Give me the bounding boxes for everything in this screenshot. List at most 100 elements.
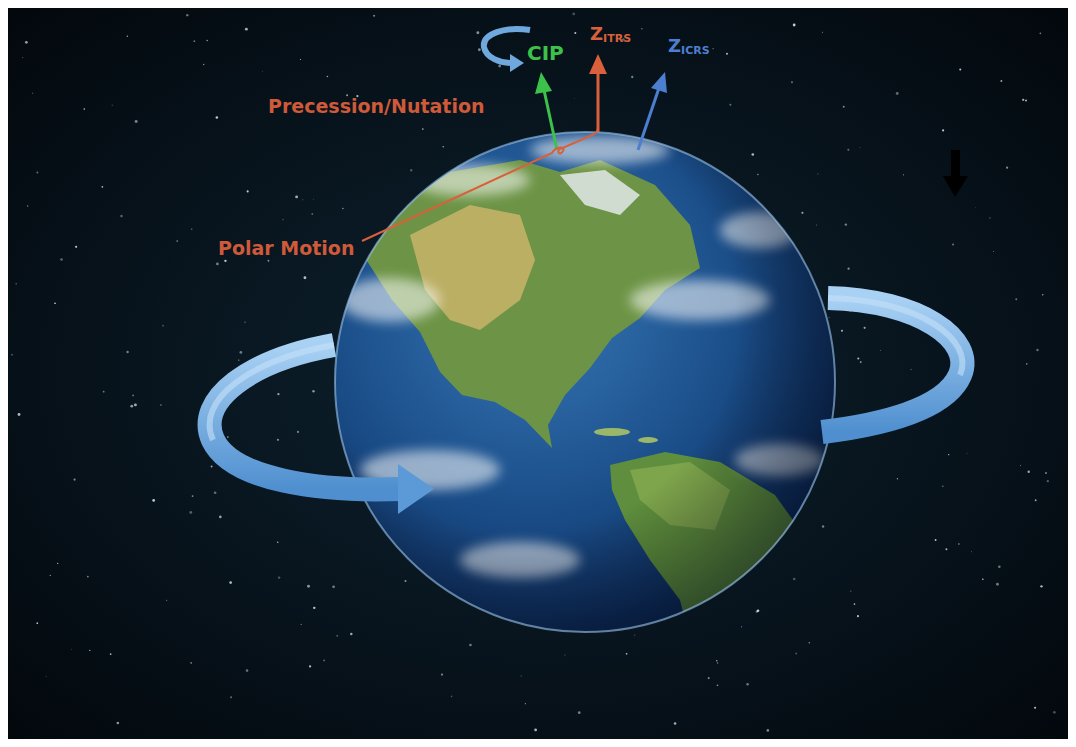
star — [726, 53, 728, 55]
star — [277, 542, 278, 543]
star — [847, 149, 849, 151]
star — [757, 609, 760, 612]
rotation-band — [822, 298, 962, 432]
star — [246, 669, 249, 672]
star — [238, 359, 239, 360]
star — [717, 662, 718, 663]
star — [572, 13, 575, 16]
star — [216, 263, 219, 266]
star — [717, 684, 719, 686]
star — [229, 581, 232, 584]
star — [808, 642, 810, 644]
star — [795, 653, 797, 655]
motion-label: Precession/Nutation — [268, 96, 485, 118]
star — [230, 696, 232, 698]
star — [1025, 99, 1027, 101]
star — [525, 703, 526, 704]
star — [966, 452, 968, 454]
star — [57, 563, 58, 564]
star — [134, 403, 137, 406]
star — [301, 624, 302, 625]
star — [404, 580, 406, 582]
precession-curl-arrow — [484, 29, 530, 72]
star — [857, 615, 859, 617]
cip-axis — [535, 72, 557, 150]
star — [45, 675, 47, 677]
star — [277, 439, 279, 441]
star — [278, 576, 280, 578]
star — [282, 219, 283, 220]
star — [634, 634, 635, 635]
star — [998, 565, 1001, 568]
star — [767, 729, 770, 732]
star — [442, 146, 444, 148]
star — [245, 28, 248, 31]
star — [410, 169, 412, 171]
star — [958, 543, 960, 545]
star — [841, 330, 843, 332]
star — [469, 644, 472, 647]
star — [307, 585, 310, 588]
star — [948, 454, 949, 455]
star — [716, 660, 717, 661]
star — [1047, 480, 1049, 482]
star — [227, 436, 229, 438]
star — [422, 128, 424, 130]
star — [166, 600, 167, 601]
earth-globe — [335, 132, 835, 640]
star — [160, 404, 161, 405]
axis-subscript: ICRS — [681, 45, 710, 58]
star — [73, 478, 75, 480]
star — [441, 674, 443, 676]
star — [903, 174, 904, 175]
star — [18, 413, 21, 416]
star — [993, 251, 995, 253]
star — [1028, 471, 1030, 473]
star — [817, 173, 818, 174]
axis-label: Z — [668, 36, 681, 57]
star — [843, 106, 845, 108]
star — [959, 68, 961, 70]
globe-shading — [335, 132, 835, 632]
star — [520, 675, 522, 677]
star — [945, 548, 947, 550]
star — [300, 59, 301, 60]
star — [996, 583, 999, 586]
star — [127, 36, 128, 37]
axis-label: CIP — [527, 42, 564, 65]
star — [1035, 499, 1037, 501]
star — [828, 317, 830, 319]
star — [214, 491, 217, 494]
star — [192, 495, 194, 497]
star — [27, 205, 28, 206]
star — [822, 525, 824, 527]
star — [1034, 707, 1036, 709]
star — [478, 48, 481, 51]
star — [1015, 298, 1017, 300]
star — [1000, 80, 1002, 82]
star — [224, 260, 226, 262]
star — [850, 591, 851, 592]
star — [641, 28, 643, 30]
star — [75, 246, 77, 248]
rotation-arrow — [210, 345, 434, 514]
star — [534, 729, 537, 732]
star — [674, 722, 677, 725]
star — [87, 576, 89, 578]
space-background — [8, 8, 1068, 739]
down-arrow — [943, 150, 968, 197]
star — [864, 327, 866, 329]
star — [1036, 349, 1038, 351]
star — [751, 153, 754, 156]
star — [880, 350, 882, 352]
star — [729, 104, 731, 106]
star — [313, 607, 315, 609]
star — [130, 405, 133, 408]
star — [36, 172, 38, 174]
star — [982, 578, 984, 580]
star — [101, 186, 103, 188]
star — [896, 92, 899, 95]
polar-motion-leader — [362, 128, 598, 241]
star — [793, 578, 796, 581]
